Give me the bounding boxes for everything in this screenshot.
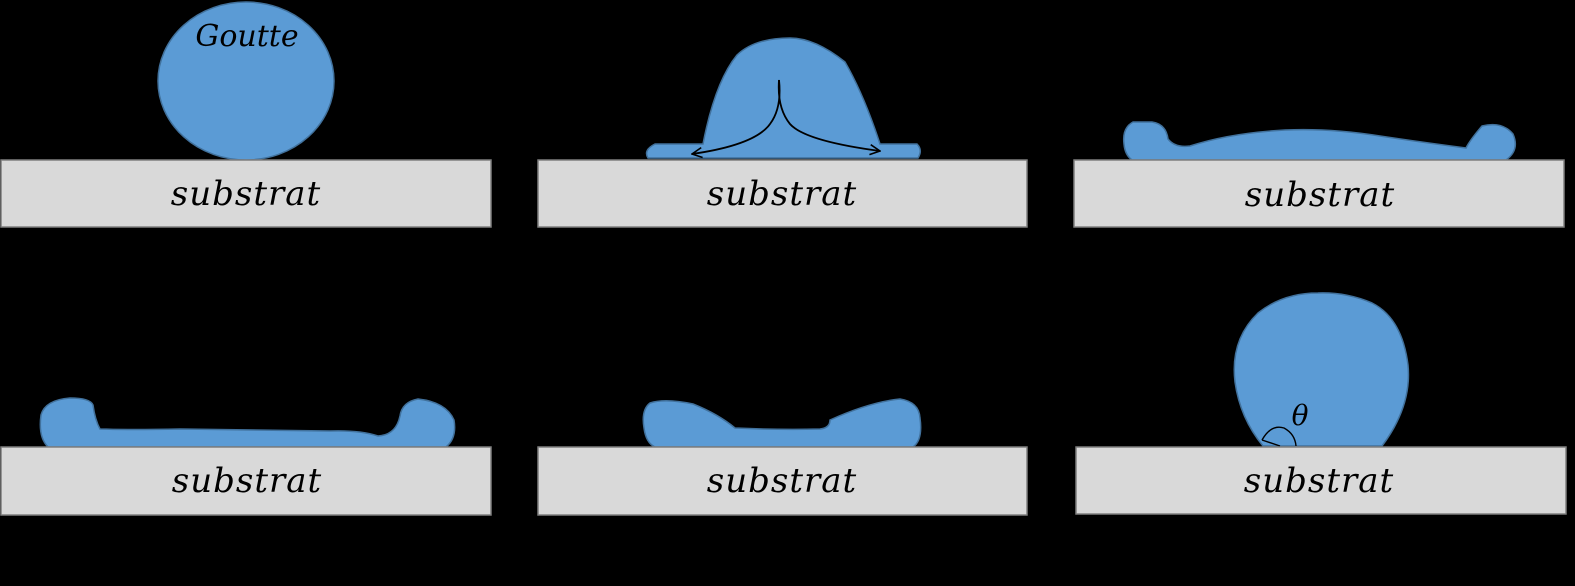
panel-3-max-spreading: substrat [1073,121,1565,228]
substrate-label: substrat [172,461,322,501]
substrate [1075,446,1567,515]
substrate [537,446,1028,516]
angle-label: θ [1292,399,1309,432]
droplet [642,398,922,448]
panel-4-receding: substrat [0,397,492,516]
substrate [0,159,492,228]
substrate-label: substrat [707,461,857,501]
spreading-arrow-right [777,79,880,151]
substrate-label: substrat [1245,175,1395,215]
contact-angle-arc [1261,426,1297,447]
droplet [645,37,921,159]
substrate [1073,159,1565,228]
panel-5-retraction: substrat [537,398,1028,516]
substrate-label: substrat [707,174,857,214]
tangent-line [1261,439,1281,447]
panel-2-spreading: substrat [537,37,1028,228]
substrate-label: substrat [171,174,321,214]
substrate-label: substrat [1244,461,1394,501]
substrate [0,446,492,516]
drop-label: Goutte [195,19,298,54]
droplet [1233,292,1410,447]
droplet [1122,121,1517,161]
panel-1-initial-drop: Goutte substrat [0,1,492,228]
panel-6-contact-angle: θ substrat [1075,292,1567,515]
droplet [39,397,456,448]
substrate [537,159,1028,228]
